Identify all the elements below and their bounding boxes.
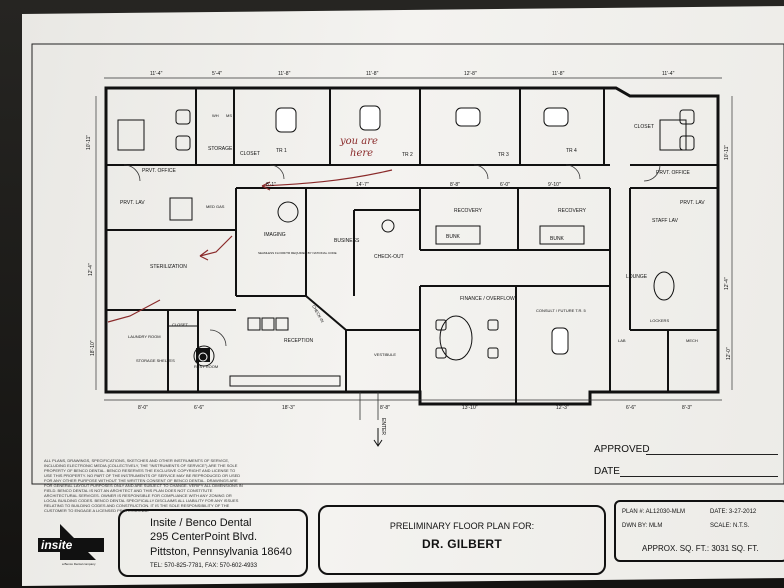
logo-subtext: a Benco Dental company [62, 562, 96, 566]
room-closet-b: CLOSET [634, 124, 654, 130]
date-line [620, 476, 778, 477]
legend-ms: MS [226, 113, 232, 118]
room-tr2: TR 2 [402, 152, 413, 158]
approved-line [646, 454, 778, 455]
dim-top-3: 11'-8" [278, 71, 291, 77]
room-check-in: CHECK-IN [311, 304, 325, 323]
dim-bottom-3: 18'-3" [282, 405, 295, 411]
dim-top-4: 11'-8" [366, 71, 379, 77]
room-prvt-lav-right: PRVT. LAV [680, 200, 705, 206]
room-lab: LAB [618, 338, 626, 343]
date-label: DATE [594, 466, 620, 477]
room-storage: STORAGE [208, 146, 233, 152]
dim-bottom-8: 8'-3" [682, 405, 692, 411]
dim-top-1: 11'-4" [150, 71, 163, 77]
dimension-lines [95, 77, 733, 401]
room-check-out: CHECK-OUT [374, 254, 404, 260]
dim-bottom-5: 13'-10" [462, 405, 478, 411]
room-tr4: TR 4 [566, 148, 577, 154]
wheelchair-icon [196, 348, 210, 362]
room-prvt-office-left: PRVT. OFFICE [142, 168, 176, 174]
insite-logo: insite a Benco Dental company [38, 524, 104, 566]
room-tr1: TR 1 [276, 148, 287, 154]
room-mech: MECH [686, 338, 698, 343]
company-phone: TEL: 570-825-7781, FAX: 570-602-4933 [150, 563, 258, 569]
furniture [117, 109, 695, 387]
floor-note: SEAMLESS FLOOR/TR REQUIRED BY NATIONAL C… [258, 251, 337, 255]
room-consult: CONSULT / FUTURE T.R. 5 [536, 308, 587, 313]
room-imaging: IMAGING [264, 232, 286, 238]
company-address: 295 CenterPoint Blvd. [150, 531, 258, 543]
dim-bottom-7: 6'-6" [626, 405, 636, 411]
plan-scale: SCALE: N.T.S. [710, 523, 750, 529]
legend-wh: WH [212, 113, 219, 118]
room-tr3: TR 3 [498, 152, 509, 158]
room-business: BUSINESS [334, 238, 360, 244]
dim-top-5: 12'-8" [464, 71, 477, 77]
dental-chairs [275, 105, 569, 355]
company-info-box: Insite / Benco Dental 295 CenterPoint Bl… [118, 509, 308, 577]
room-laundry: LAUNDRY ROOM [128, 334, 161, 339]
dim-left-3: 18'-10" [90, 340, 96, 356]
room-closet-a: CLOSET [240, 151, 260, 157]
dim-top-2: 5'-4" [212, 71, 222, 77]
approved-label: APPROVED [594, 444, 650, 455]
interior-walls [106, 88, 718, 404]
room-vestibule: VESTIBULE [374, 352, 396, 357]
dim-right-2: 12'-4" [724, 277, 730, 290]
room-staff-lav: STAFF LAV [652, 218, 679, 224]
drawing-border [31, 43, 784, 485]
dim-right-3: 12'-0" [726, 347, 732, 360]
plan-number: PLAN #: AL12030-MLM [622, 509, 686, 515]
room-reception: RECEPTION [284, 338, 314, 344]
plan-info-box: PLAN #: AL12030-MLM DATE: 3-27-2012 DWN … [614, 500, 784, 562]
room-rest-room: REST ROOM [194, 364, 218, 369]
dim-top-7: 11'-4" [662, 71, 675, 77]
company-name: Insite / Benco Dental [150, 517, 252, 529]
dim-mid-3: 8'-8" [450, 182, 460, 188]
dim-mid-1: 8'-1" [266, 182, 276, 188]
handwritten-here: here [350, 148, 373, 159]
room-closet-c: CLOSET [172, 322, 189, 327]
room-bunk-1: BUNK [446, 234, 461, 240]
dim-left-2: 12'-4" [88, 263, 94, 276]
plan-date: DATE: 3-27-2012 [710, 509, 757, 515]
room-med-gas: MED GAS [206, 204, 225, 209]
room-recovery-2: RECOVERY [558, 208, 587, 214]
dim-bottom-4: 8'-8" [380, 405, 390, 411]
handwritten-arrows [107, 169, 393, 323]
door-swings [123, 164, 661, 420]
plan-heading: PRELIMINARY FLOOR PLAN FOR: [389, 521, 535, 531]
entrance-arrow-icon [373, 428, 383, 447]
room-finance: FINANCE / OVERFLOW [460, 296, 515, 302]
room-recovery-1: RECOVERY [454, 208, 483, 214]
room-lounge: LOUNGE [626, 274, 648, 280]
dim-mid-5: 9'-10" [548, 182, 561, 188]
dim-mid-4: 6'-0" [500, 182, 510, 188]
room-prvt-office-right: PRVT. OFFICE [656, 170, 690, 176]
room-prvt-lav-left: PRVT. LAV [120, 200, 145, 206]
exterior-walls [104, 86, 720, 406]
title-box: PRELIMINARY FLOOR PLAN FOR: DR. GILBERT [318, 505, 606, 575]
room-sterilization: STERILIZATION [150, 264, 187, 270]
room-bunk-2: BUNK [550, 236, 565, 242]
approx-area: APPROX. SQ. FT.: 3031 SQ. FT. [642, 544, 759, 553]
dim-mid-2: 14'-7" [356, 182, 369, 188]
dim-left-1: 10'-11" [86, 135, 92, 150]
drawn-by: DWN BY: MLM [622, 523, 663, 529]
dim-right-1: 10'-11" [724, 145, 730, 160]
dim-top-6: 11'-8" [552, 71, 565, 77]
room-lockers: LOCKERS [650, 318, 669, 323]
company-city: Pittston, Pennsylvania 18640 [150, 546, 292, 558]
logo-text: insite [41, 538, 73, 552]
room-storage-shelves: STORAGE SHELVES [136, 358, 175, 363]
legal-disclaimer: All plans, drawings, specifications, ske… [44, 458, 243, 513]
entrance-label: ENTER [380, 418, 386, 435]
dim-bottom-1: 8'-0" [138, 405, 148, 411]
client-name: DR. GILBERT [422, 537, 502, 551]
dim-bottom-2: 6'-6" [194, 405, 204, 411]
dim-bottom-6: 12'-3" [556, 405, 569, 411]
handwritten-you-are: you are [339, 136, 378, 147]
